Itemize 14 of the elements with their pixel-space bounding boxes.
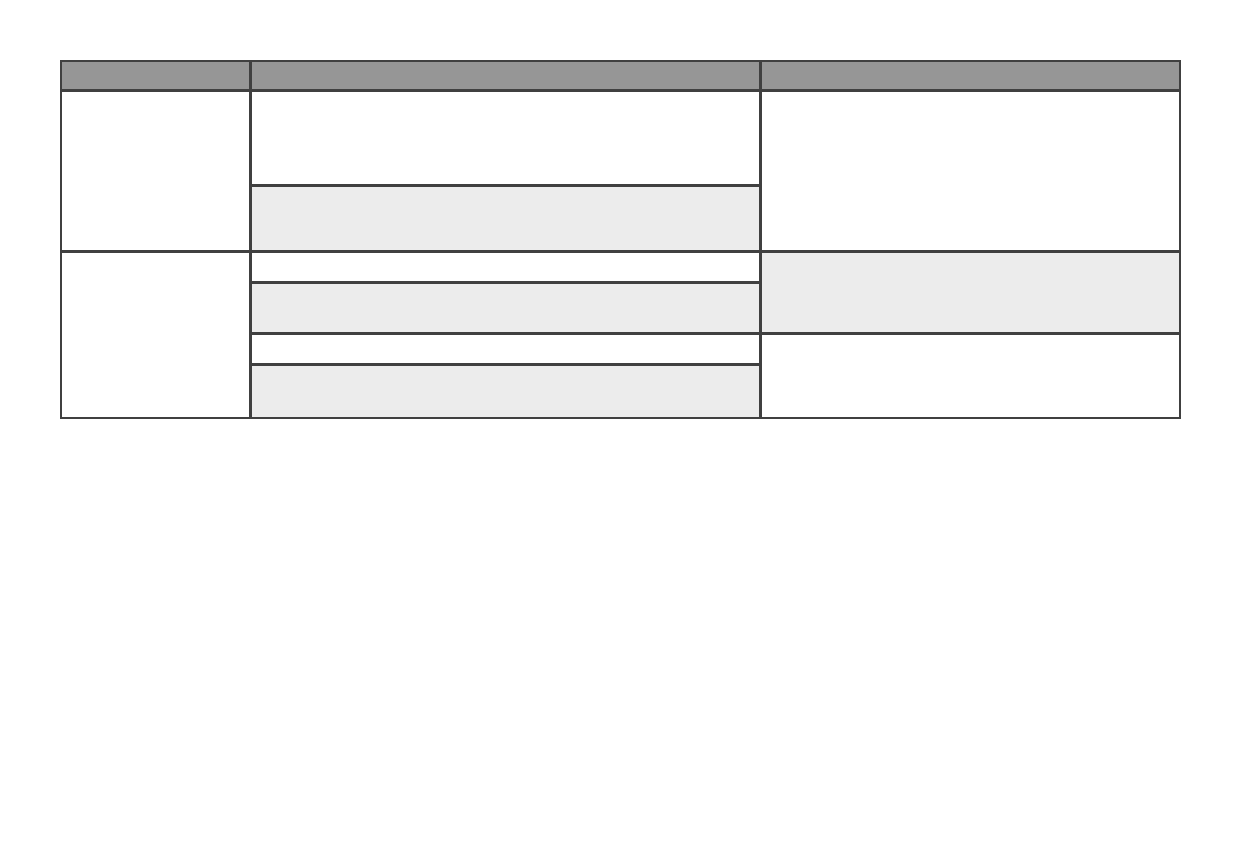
header-cell xyxy=(760,60,1181,91)
header-cell xyxy=(60,60,251,91)
header-cell xyxy=(250,60,761,91)
table-cell xyxy=(250,333,761,365)
table-cell xyxy=(760,333,1181,419)
table-cell xyxy=(250,185,761,252)
table-cell xyxy=(60,251,251,419)
table-cell xyxy=(760,90,1181,252)
table-cell xyxy=(60,90,251,252)
table-cell xyxy=(250,251,761,283)
table-cell xyxy=(760,251,1181,334)
table-cell xyxy=(250,282,761,334)
table-cell xyxy=(250,90,761,186)
table-cell xyxy=(250,364,761,419)
